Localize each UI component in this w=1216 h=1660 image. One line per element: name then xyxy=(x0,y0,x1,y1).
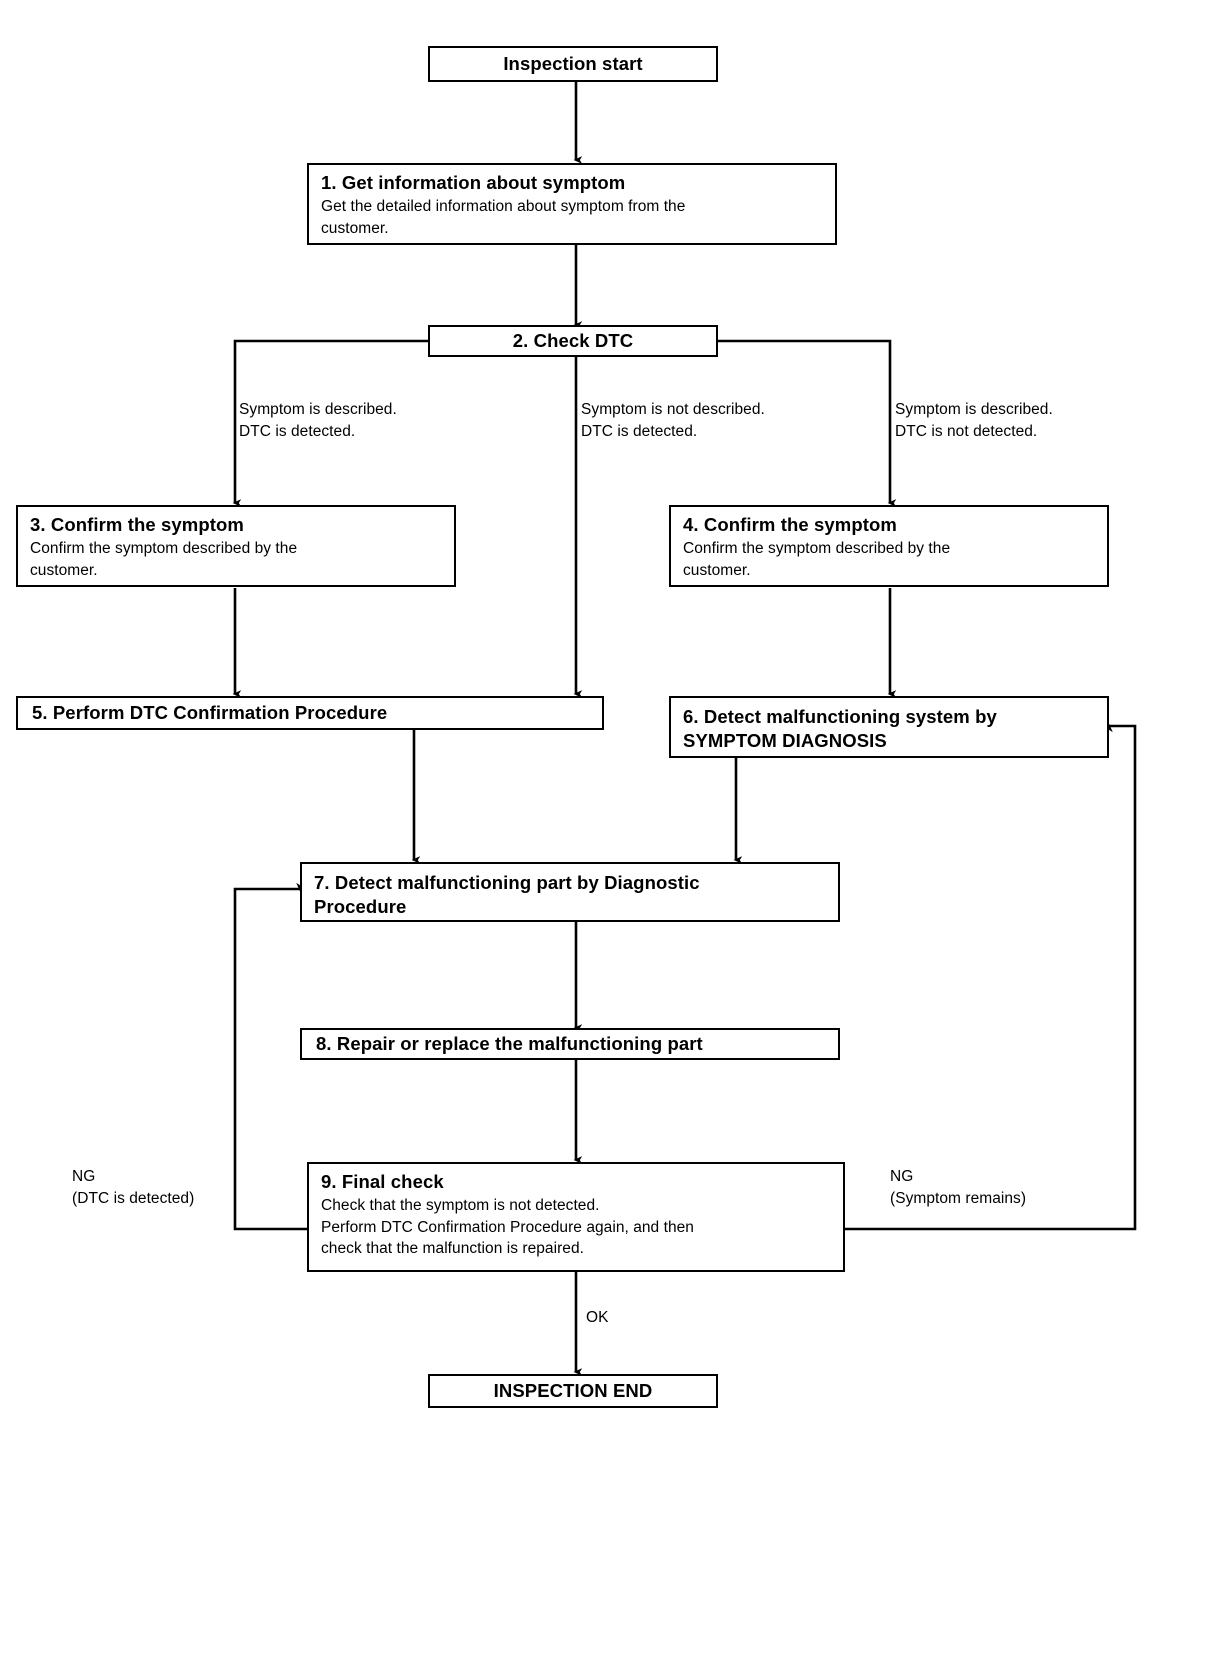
node-step1-title: 1. Get information about symptom xyxy=(321,172,626,193)
node-step3-title: 3. Confirm the symptom xyxy=(30,514,244,535)
edge-label-ng-left: NG (DTC is detected) xyxy=(72,1168,195,1207)
edge-label-branch-center: Symptom is not described. DTC is detecte… xyxy=(581,401,765,440)
node-step9-body: Check that the symptom is not detected. … xyxy=(321,1197,694,1258)
node-step9[interactable]: 9. Final check Check that the symptom is… xyxy=(307,1162,845,1272)
node-step5-title: 5. Perform DTC Confirmation Procedure xyxy=(32,701,388,723)
node-step9-title: 9. Final check xyxy=(321,1171,444,1192)
node-inspection-end[interactable]: INSPECTION END xyxy=(428,1374,718,1408)
edge-step9-ng-to-step6 xyxy=(845,723,1137,1231)
edge-label-ng-right: NG (Symptom remains) xyxy=(890,1168,1027,1207)
node-step6[interactable]: 6. Detect malfunctioning system by SYMPT… xyxy=(669,696,1109,758)
node-step4-title: 4. Confirm the symptom xyxy=(683,514,897,535)
node-step1[interactable]: 1. Get information about symptom Get the… xyxy=(307,163,837,245)
node-inspection-end-title: INSPECTION END xyxy=(493,1379,653,1401)
edge-label-branch-left: Symptom is described. DTC is detected. xyxy=(239,401,397,440)
node-step7[interactable]: 7. Detect malfunctioning part by Diagnos… xyxy=(300,862,840,922)
node-step5[interactable]: 5. Perform DTC Confirmation Procedure xyxy=(16,696,604,730)
node-step8[interactable]: 8. Repair or replace the malfunctioning … xyxy=(300,1028,840,1060)
node-step1-body: Get the detailed information about sympt… xyxy=(321,198,686,237)
node-step3[interactable]: 3. Confirm the symptom Confirm the sympt… xyxy=(16,505,456,587)
node-step4-body: Confirm the symptom described by the cus… xyxy=(683,540,951,579)
node-step8-title: 8. Repair or replace the malfunctioning … xyxy=(316,1032,703,1054)
node-step4[interactable]: 4. Confirm the symptom Confirm the sympt… xyxy=(669,505,1109,587)
node-step3-body: Confirm the symptom described by the cus… xyxy=(30,540,298,579)
node-step6-title: 6. Detect malfunctioning system by SYMPT… xyxy=(683,706,997,752)
node-step2-title: 2. Check DTC xyxy=(512,329,634,351)
edge-label-branch-right: Symptom is described. DTC is not detecte… xyxy=(895,401,1053,440)
node-inspection-start-title: Inspection start xyxy=(503,52,643,74)
node-inspection-start[interactable]: Inspection start xyxy=(428,46,718,82)
node-step7-title: 7. Detect malfunctioning part by Diagnos… xyxy=(314,872,700,918)
node-step2[interactable]: 2. Check DTC xyxy=(428,325,718,357)
edge-label-ok: OK xyxy=(586,1309,609,1326)
